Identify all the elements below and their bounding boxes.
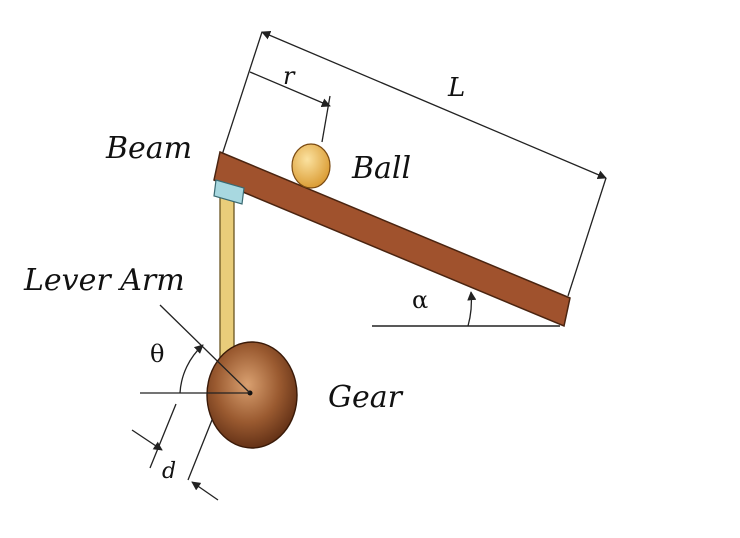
lever-arm — [219, 195, 235, 367]
length-dimension-arrow — [261, 31, 607, 179]
length-extension-right — [567, 177, 607, 297]
length-extension-left — [221, 31, 263, 156]
gear-angle-arc — [179, 344, 204, 394]
beam-angle-arc — [467, 291, 477, 327]
gear-radius-line — [159, 304, 251, 394]
offset-extension-right — [187, 419, 213, 481]
beam-label: Beam — [105, 131, 192, 166]
offset-arrow-left — [131, 429, 163, 451]
gear-label: Gear — [328, 380, 404, 415]
ball-position-arrow — [249, 71, 331, 107]
gear-angle-label: θ — [150, 340, 164, 368]
ball-position-label: r — [283, 62, 296, 90]
beam-lever-joint — [213, 179, 245, 205]
offset-arrow-right — [191, 481, 219, 501]
offset-extension-left — [149, 403, 177, 469]
lever-arm-label: Lever Arm — [23, 263, 185, 298]
ball-label: Ball — [351, 151, 411, 186]
offset-label: d — [162, 459, 176, 484]
beam — [213, 150, 571, 328]
length-label: L — [447, 73, 465, 103]
ball — [291, 143, 331, 189]
gear — [206, 341, 298, 449]
beam-angle-label: α — [412, 286, 428, 314]
